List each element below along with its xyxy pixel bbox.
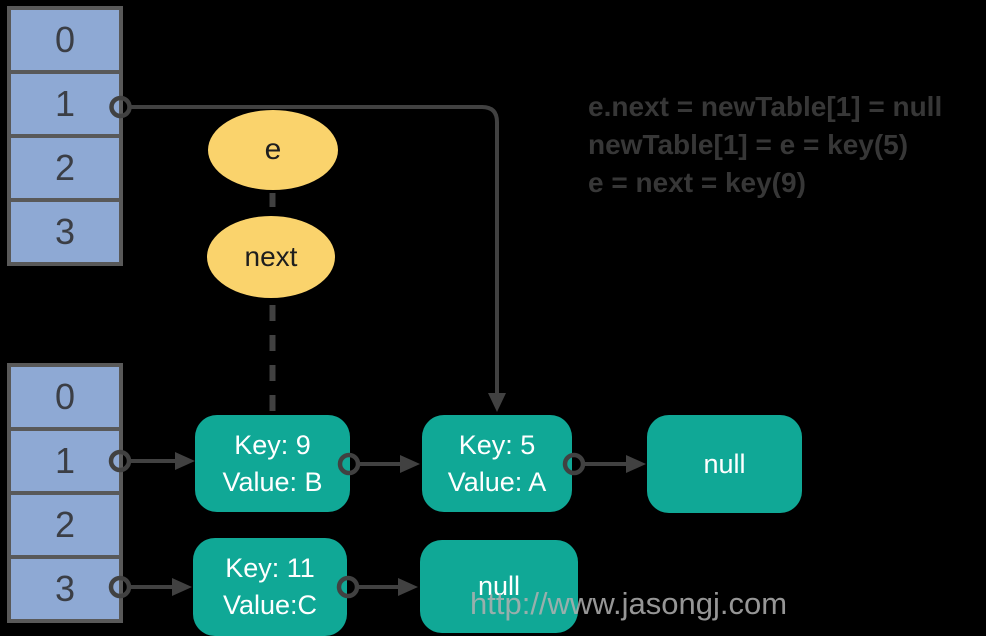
node-key11-value: Value:C	[222, 590, 318, 620]
old-table-array: 0 1 2 3	[7, 363, 123, 623]
new-table-cell-3: 3	[11, 202, 119, 262]
code-line-2: newTable[1] = e = key(5)	[588, 129, 909, 160]
new-table-cell-0: 0	[11, 10, 119, 74]
arrowhead-down-icon	[488, 393, 506, 412]
node-null-after-key11-label: null	[477, 571, 521, 601]
arrowhead-right-icon	[172, 578, 192, 596]
node-null-after-key5: null	[647, 415, 802, 513]
node-key5-value: Value: A	[447, 466, 547, 497]
arrowhead-right-icon	[398, 578, 418, 596]
node-key9-key: Key: 9	[234, 429, 311, 460]
new-table-cell-1: 1	[11, 74, 119, 138]
pointer-next-label: next	[244, 241, 298, 272]
pointer-e-label: e	[264, 133, 282, 166]
node-key11: Key: 11 Value:C	[193, 538, 347, 636]
node-null-after-key11: null	[420, 540, 578, 633]
node-key5: Key: 5 Value: A	[422, 415, 572, 512]
node-key5-key: Key: 5	[458, 429, 536, 460]
node-key9-value: Value: B	[222, 466, 323, 497]
new-table-array: 0 1 2 3	[7, 6, 123, 266]
code-annotation: e.next = newTable[1] = null newTable[1] …	[588, 88, 942, 202]
edge-key11-to-null	[336, 575, 418, 599]
edge-key9-to-key5	[337, 452, 420, 476]
old-table-cell-0: 0	[11, 367, 119, 431]
node-key11-key: Key: 11	[225, 553, 315, 583]
edge-oldtable1-to-key9	[108, 449, 195, 473]
code-line-3: e = next = key(9)	[588, 167, 806, 198]
arrowhead-right-icon	[400, 455, 420, 473]
watermark-text: http://www.jasongj.com	[470, 586, 788, 621]
arrowhead-right-icon	[626, 455, 646, 473]
edge-key5-to-null	[562, 452, 646, 476]
pointer-e-ellipse: e	[208, 110, 338, 190]
arrowhead-right-icon	[175, 452, 195, 470]
node-key9: Key: 9 Value: B	[195, 415, 350, 512]
node-null-after-key5-label: null	[703, 448, 746, 479]
code-line-1: e.next = newTable[1] = null	[588, 91, 943, 122]
pointer-next-ellipse: next	[207, 216, 335, 298]
old-table-cell-1: 1	[11, 431, 119, 495]
new-table-cell-2: 2	[11, 138, 119, 202]
old-table-cell-2: 2	[11, 495, 119, 559]
edge-oldtable3-to-key11	[108, 575, 192, 599]
old-table-cell-3: 3	[11, 559, 119, 619]
